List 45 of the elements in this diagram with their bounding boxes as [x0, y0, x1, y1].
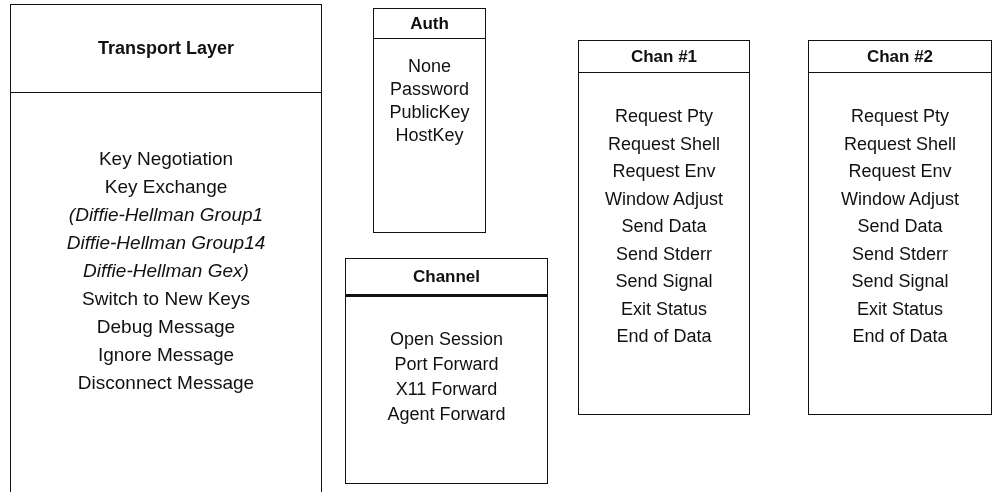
- list-item: Request Shell: [606, 132, 722, 156]
- list-box: [808, 40, 992, 415]
- list-item: Agent Forward: [386, 403, 507, 426]
- list-item: Request Pty: [849, 105, 951, 128]
- list-item: Password: [389, 78, 470, 101]
- list-item: Request Env: [611, 160, 717, 183]
- list-item: HostKey: [394, 124, 465, 147]
- list-item: Disconnect Message: [76, 371, 256, 395]
- box-heading: Chan #1: [579, 41, 749, 73]
- list-item: Open Session: [388, 328, 505, 351]
- list-item: None: [407, 55, 452, 78]
- list-item: Diffie-Hellman Gex): [82, 259, 250, 283]
- list-item: Send Stderr: [614, 242, 714, 266]
- list-item: Key Exchange: [103, 175, 229, 199]
- list-box: [345, 258, 548, 484]
- list-item: Port Forward: [393, 353, 500, 376]
- list-item: Switch to New Keys: [81, 287, 251, 311]
- list-item: X11 Forward: [394, 378, 499, 401]
- list-item: End of Data: [851, 325, 949, 348]
- list-item: Send Signal: [614, 270, 714, 293]
- list-item: Send Data: [856, 215, 944, 238]
- list-item: Request Pty: [613, 105, 715, 128]
- box-heading: Channel: [346, 259, 547, 297]
- list-item: PublicKey: [388, 101, 471, 124]
- list-item: Exit Status: [619, 297, 708, 321]
- list-item: Key Negotiation: [97, 147, 235, 171]
- list-item: Window Adjust: [839, 187, 961, 211]
- list-item: Debug Message: [95, 315, 237, 339]
- list-item: Send Signal: [850, 270, 950, 293]
- list-item: Send Stderr: [850, 242, 950, 266]
- box-heading: Transport Layer: [11, 5, 321, 93]
- list-item: Exit Status: [855, 297, 944, 321]
- box-heading: Chan #2: [809, 41, 991, 73]
- box-heading: Auth: [374, 9, 485, 39]
- list-item: Request Env: [847, 160, 953, 183]
- list-item: Ignore Message: [96, 343, 236, 367]
- list-item: Request Shell: [842, 132, 958, 156]
- list-item: Window Adjust: [603, 187, 725, 211]
- list-box: [10, 4, 322, 492]
- list-item: Diffie-Hellman Group14: [65, 231, 267, 255]
- list-item: (Diffie-Hellman Group1: [67, 203, 265, 227]
- list-box: [373, 8, 486, 233]
- list-item: End of Data: [615, 325, 713, 348]
- list-item: Send Data: [620, 215, 708, 238]
- list-box: [578, 40, 750, 415]
